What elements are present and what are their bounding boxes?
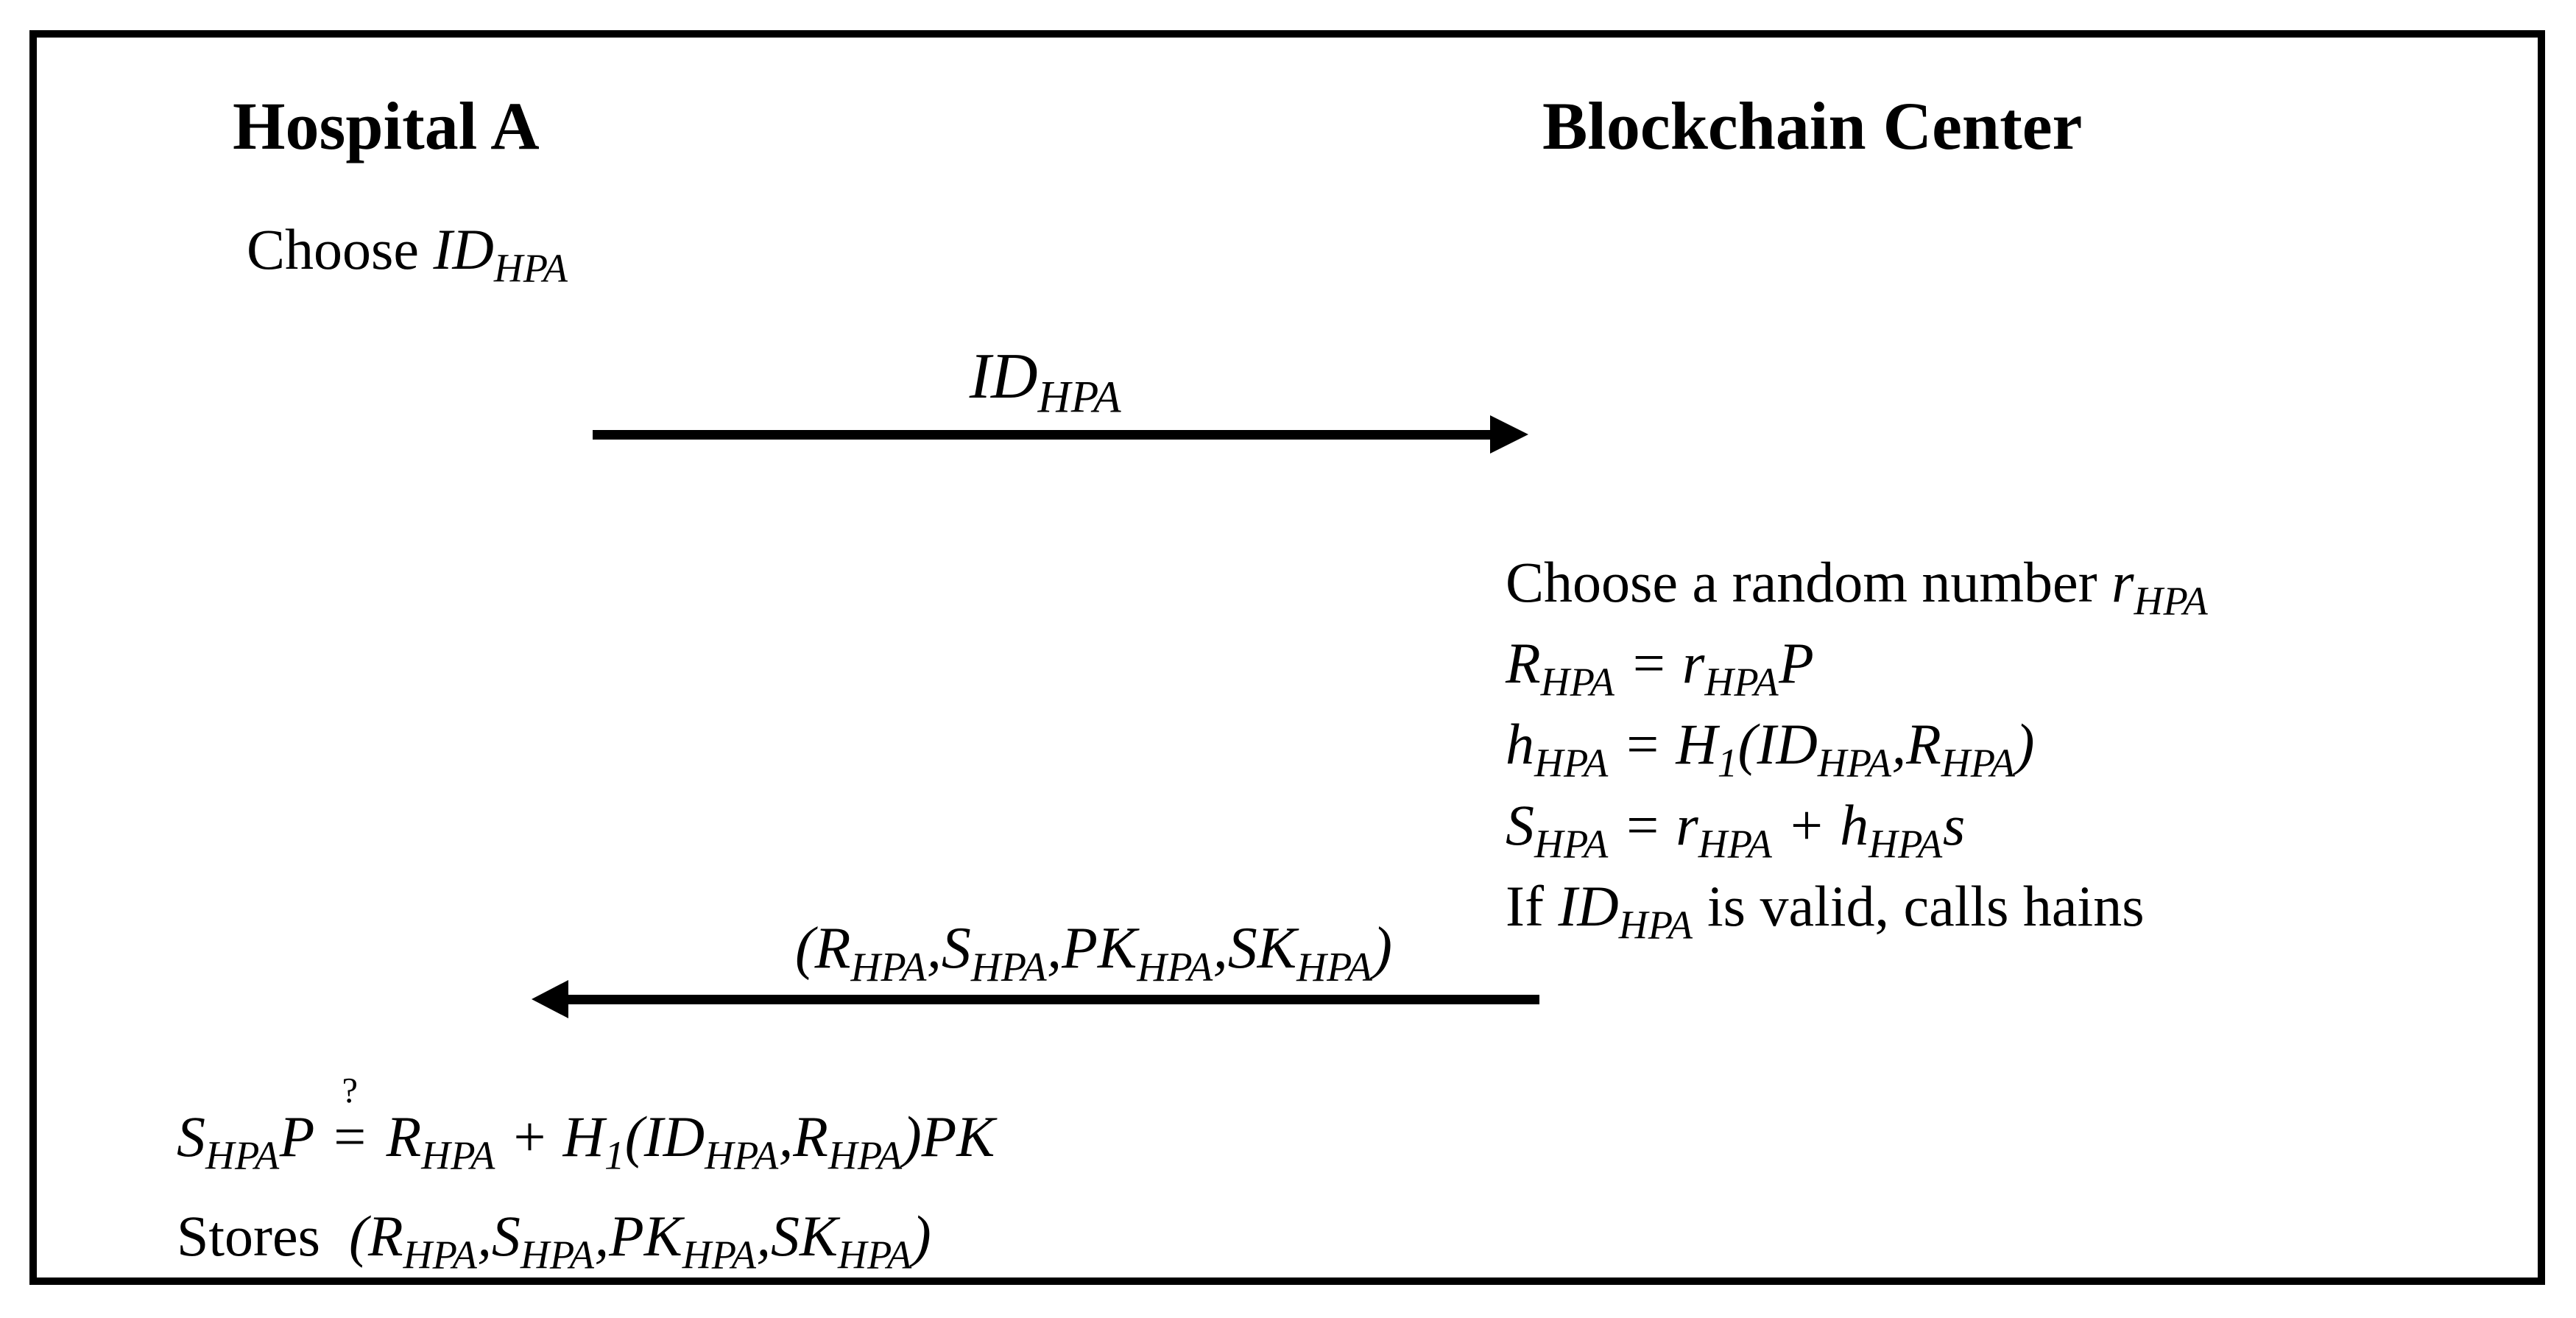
step-choose-random-number: Choose a random number rHPA bbox=[1506, 550, 2209, 624]
step-choose-id: Choose IDHPA bbox=[247, 217, 568, 291]
message2-arrowhead-left-icon bbox=[532, 980, 568, 1018]
message2-label: (RHPA,SHPA,PKHPA,SKHPA) bbox=[795, 916, 1393, 990]
step-compute-S: SHPA = rHPA + hHPAs bbox=[1506, 793, 1966, 867]
step-compute-h: hHPA = H1(IDHPA,RHPA) bbox=[1506, 712, 2035, 786]
step-compute-R: RHPA = rHPAP bbox=[1506, 631, 1814, 705]
party-title-hospital-a: Hospital A bbox=[233, 88, 540, 163]
message1-label: IDHPA bbox=[969, 341, 1122, 423]
step-validity-check: If IDHPA is valid, calls hains bbox=[1506, 874, 2145, 948]
message1-arrow-line bbox=[593, 430, 1490, 440]
diagram-border bbox=[29, 30, 2545, 1285]
party-title-blockchain-center: Blockchain Center bbox=[1542, 88, 2083, 163]
message1-arrowhead-right-icon bbox=[1490, 415, 1528, 454]
step-verify-signature: SHPAP ?= RHPA + H1(IDHPA,RHPA)PK bbox=[177, 1071, 995, 1178]
message2-arrow-line bbox=[568, 995, 1539, 1004]
step-store-keys: Stores (RHPA,SHPA,PKHPA,SKHPA) bbox=[177, 1204, 931, 1278]
